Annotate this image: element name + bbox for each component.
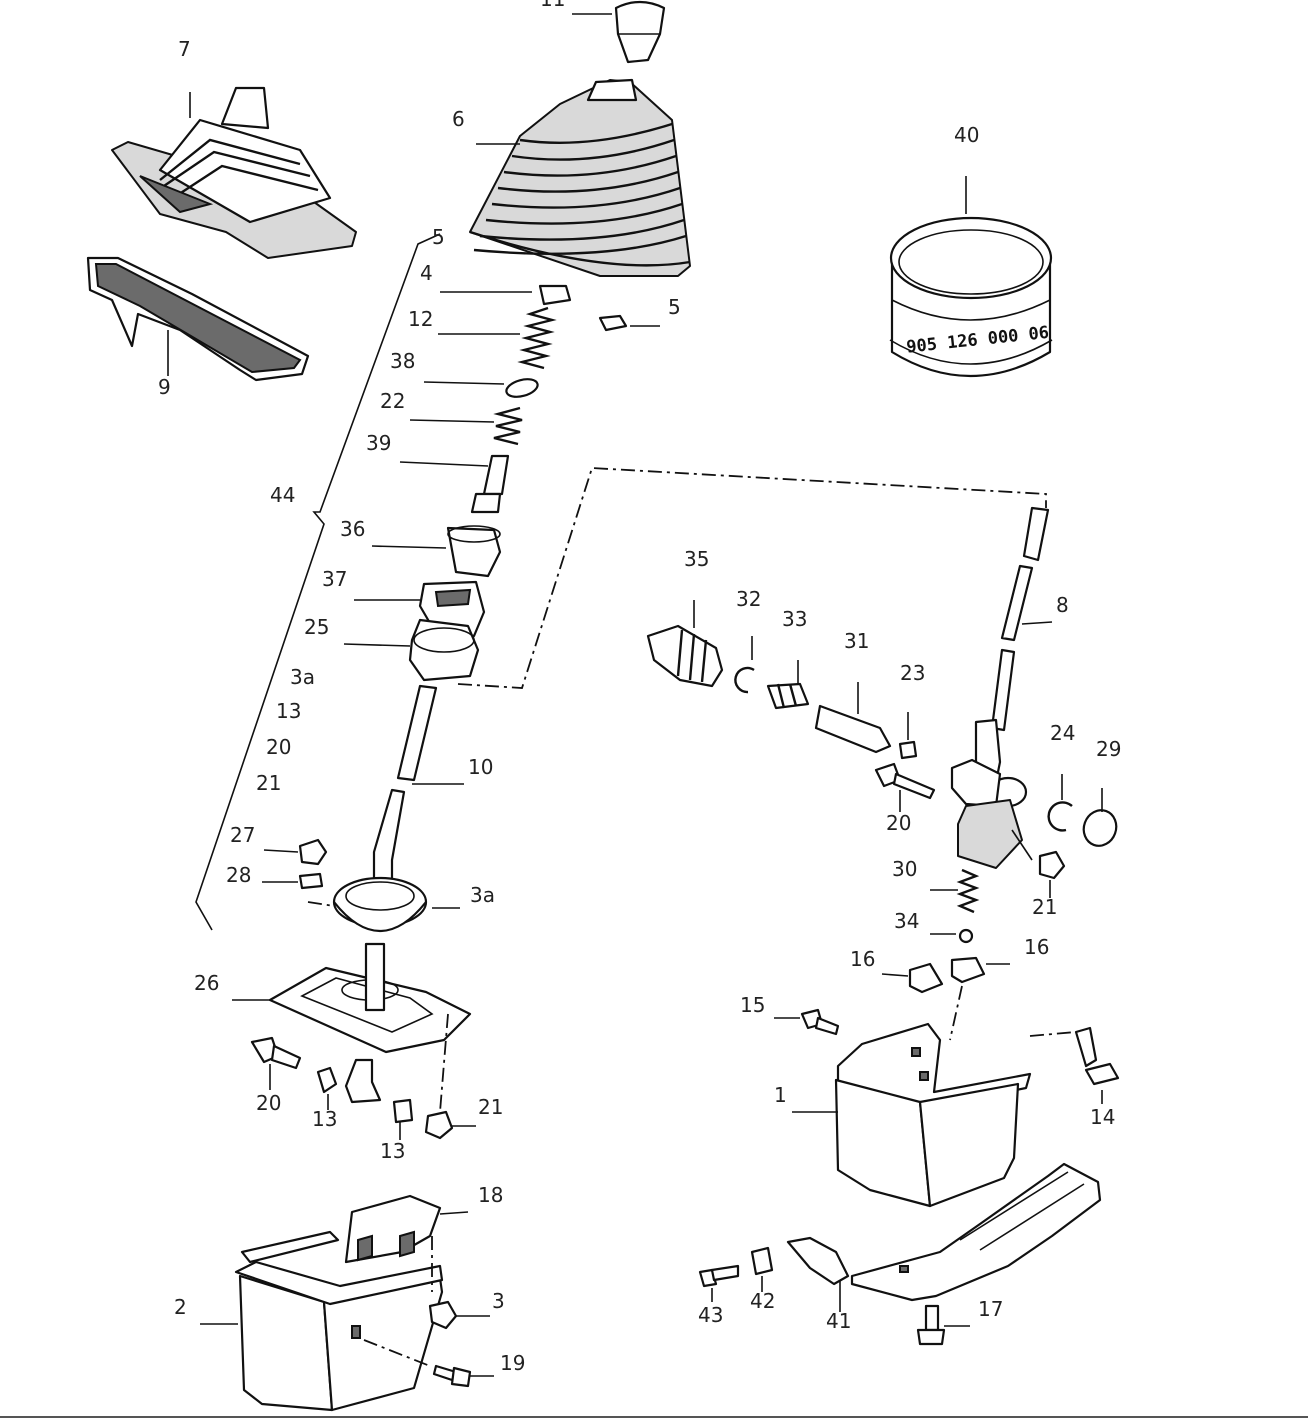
label-29: 29 — [1096, 737, 1121, 761]
label-40: 40 — [954, 123, 979, 147]
label-23: 23 — [900, 661, 925, 685]
part-1-housing-assembly — [698, 1022, 1120, 1346]
part-40-drum: 905 126 000 06 — [889, 176, 1053, 378]
label-2: 2 — [174, 1295, 187, 1319]
label-22: 22 — [380, 389, 405, 413]
part-2-housing-assembly — [200, 1194, 494, 1412]
label-3a: 3a — [470, 883, 495, 907]
label-6: 6 — [452, 107, 465, 131]
bottom-border — [0, 1416, 1308, 1418]
label-13-list: 13 — [276, 699, 301, 723]
label-32: 32 — [736, 587, 761, 611]
label-14: 14 — [1090, 1105, 1115, 1129]
label-7: 7 — [178, 37, 191, 61]
label-3: 3 — [492, 1289, 505, 1313]
label-28: 28 — [226, 863, 251, 887]
label-43: 43 — [698, 1303, 723, 1327]
label-31: 31 — [844, 629, 869, 653]
label-17: 17 — [978, 1297, 1003, 1321]
part-7-boot-cover — [111, 86, 357, 259]
label-44: 44 — [270, 483, 295, 507]
label-27: 27 — [230, 823, 255, 847]
center-lever-stack — [232, 284, 660, 1140]
label-9: 9 — [158, 375, 171, 399]
label-38: 38 — [390, 349, 415, 373]
label-33: 33 — [782, 607, 807, 631]
label-26: 26 — [194, 971, 219, 995]
label-10: 10 — [468, 755, 493, 779]
label-24: 24 — [1050, 721, 1075, 745]
label-19: 19 — [500, 1351, 525, 1375]
right-shaft-parts — [646, 600, 936, 812]
part-11-shift-knob — [572, 0, 666, 64]
label-13: 13 — [312, 1107, 337, 1131]
label-1: 1 — [774, 1083, 787, 1107]
label-16-left: 16 — [850, 947, 875, 971]
label-39: 39 — [366, 431, 391, 455]
label-21-right: 21 — [1032, 895, 1057, 919]
callout-labels: 11 7 6 40 5 4 5 12 9 38 22 39 44 36 37 2… — [158, 0, 1121, 1375]
part-6-rubber-boot — [469, 78, 691, 277]
part-9-trim-frame — [86, 256, 310, 382]
label-8: 8 — [1056, 593, 1069, 617]
label-34: 34 — [894, 909, 919, 933]
label-30: 30 — [892, 857, 917, 881]
label-25: 25 — [304, 615, 329, 639]
label-42: 42 — [750, 1289, 775, 1313]
label-12: 12 — [408, 307, 433, 331]
label-37: 37 — [322, 567, 347, 591]
right-lever-parts — [774, 506, 1118, 1041]
label-13-lower: 13 — [380, 1139, 405, 1163]
label-36: 36 — [340, 517, 365, 541]
label-21-list: 21 — [256, 771, 281, 795]
label-20: 20 — [256, 1091, 281, 1115]
label-41: 41 — [826, 1309, 851, 1333]
label-11: 11 — [540, 0, 565, 11]
label-18: 18 — [478, 1183, 503, 1207]
label-20-right: 20 — [886, 811, 911, 835]
label-21: 21 — [478, 1095, 503, 1119]
label-16-right: 16 — [1024, 935, 1049, 959]
label-3a-list: 3a — [290, 665, 315, 689]
label-5: 5 — [668, 295, 681, 319]
label-35: 35 — [684, 547, 709, 571]
label-5-top: 5 — [432, 225, 445, 249]
label-15: 15 — [740, 993, 765, 1017]
label-20-list: 20 — [266, 735, 291, 759]
part-44-assembly-bracket — [195, 233, 441, 931]
label-4: 4 — [420, 261, 433, 285]
